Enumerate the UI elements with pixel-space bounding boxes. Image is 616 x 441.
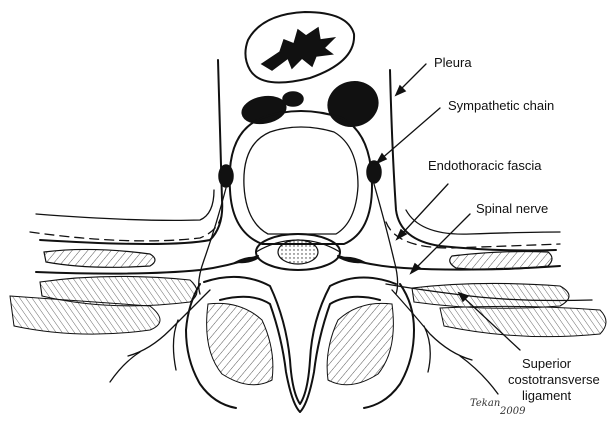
spinal-cord bbox=[256, 234, 340, 270]
svg-text:Tekan: Tekan bbox=[470, 398, 500, 409]
endothoracic-fascia-left bbox=[30, 212, 222, 241]
vertebral-body bbox=[230, 111, 372, 244]
label-superior-costotransverse-ligament-line3: ligament bbox=[522, 388, 572, 403]
endothoracic-fascia-right bbox=[386, 222, 560, 248]
outer-pleura-left bbox=[36, 190, 214, 220]
rib-right bbox=[450, 252, 552, 270]
sympathetic-ganglion-right bbox=[367, 161, 381, 183]
label-pleura: Pleura bbox=[434, 55, 472, 70]
label-endothoracic-fascia: Endothoracic fascia bbox=[428, 158, 542, 173]
label-superior-costotransverse-ligament-line2: costotransverse bbox=[508, 372, 600, 387]
sympathetic-ganglion-left bbox=[219, 165, 233, 187]
sympathetic-trunk-line-right bbox=[374, 184, 398, 294]
label-spinal-nerve: Spinal nerve bbox=[476, 201, 548, 216]
artist-signature: Tekan 2009 bbox=[470, 398, 526, 417]
trachea bbox=[245, 12, 354, 83]
vessels bbox=[240, 76, 383, 131]
vertebral-arch bbox=[186, 277, 414, 412]
rib-left bbox=[44, 249, 155, 267]
label-superior-costotransverse-ligament-line1: Superior bbox=[522, 356, 572, 371]
label-sympathetic-chain: Sympathetic chain bbox=[448, 98, 554, 113]
svg-text:2009: 2009 bbox=[499, 406, 526, 417]
muscle-right bbox=[412, 283, 606, 336]
muscle-left bbox=[10, 276, 197, 334]
